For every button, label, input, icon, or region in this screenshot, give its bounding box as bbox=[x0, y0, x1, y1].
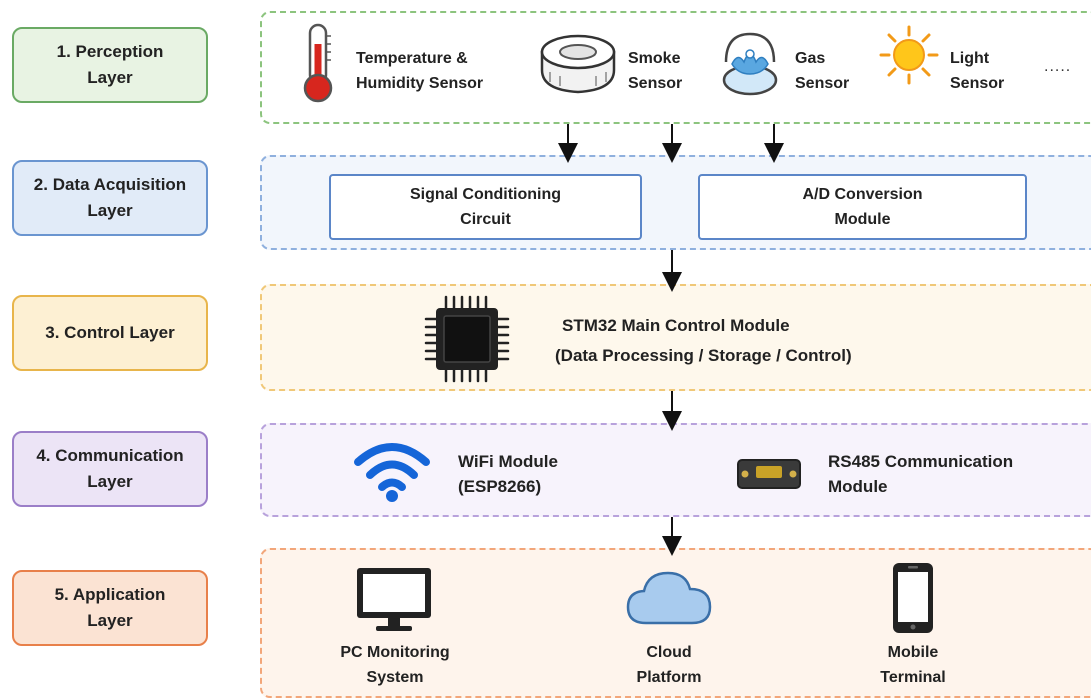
layer-label-data-acquisition: 2. Data Acquisition Layer bbox=[12, 160, 208, 236]
thermometer-icon bbox=[303, 23, 333, 103]
perception-layer-box bbox=[260, 11, 1091, 124]
rs485-connector-icon bbox=[737, 459, 801, 489]
monitor-icon bbox=[357, 568, 431, 631]
temperature-humidity-sensor-label: Temperature & Humidity Sensor bbox=[356, 50, 484, 92]
communication-layer-box bbox=[260, 423, 1091, 517]
layer-label-application: 5. Application Layer bbox=[12, 570, 208, 646]
stm32-module-title: STM32 Main Control Module bbox=[562, 316, 790, 335]
more-sensors-ellipsis: ..... bbox=[1044, 58, 1072, 75]
layer-label-communication: 4. Communication Layer bbox=[12, 431, 208, 507]
layer-label-perception: 1. Perception Layer bbox=[12, 27, 208, 103]
sun-icon bbox=[879, 25, 939, 85]
smoke-sensor-label: Smoke Sensor bbox=[628, 50, 683, 92]
stm32-module-subtitle: (Data Processing / Storage / Control) bbox=[555, 346, 852, 365]
gas-sensor-icon bbox=[722, 32, 778, 96]
rs485-module-label: RS485 Communication Module bbox=[828, 452, 1014, 496]
chip-icon bbox=[424, 295, 510, 383]
smoke-detector-icon bbox=[540, 34, 616, 94]
control-layer-box bbox=[260, 284, 1091, 391]
wifi-module-label: WiFi Module (ESP8266) bbox=[458, 452, 558, 496]
cloud-icon bbox=[626, 571, 712, 625]
wifi-icon bbox=[354, 443, 430, 502]
ad-conversion-box: A/D Conversion Module bbox=[698, 174, 1027, 240]
mobile-terminal-label: Mobile Terminal bbox=[880, 644, 946, 686]
phone-icon bbox=[893, 563, 933, 633]
gas-sensor-label: Gas Sensor bbox=[795, 50, 850, 92]
pc-monitoring-label: PC Monitoring System bbox=[340, 644, 450, 686]
light-sensor-label: Light Sensor bbox=[950, 50, 1005, 92]
cloud-platform-label: Cloud Platform bbox=[636, 644, 702, 686]
layer-label-control: 3. Control Layer bbox=[12, 295, 208, 371]
signal-conditioning-box: Signal Conditioning Circuit bbox=[329, 174, 642, 240]
